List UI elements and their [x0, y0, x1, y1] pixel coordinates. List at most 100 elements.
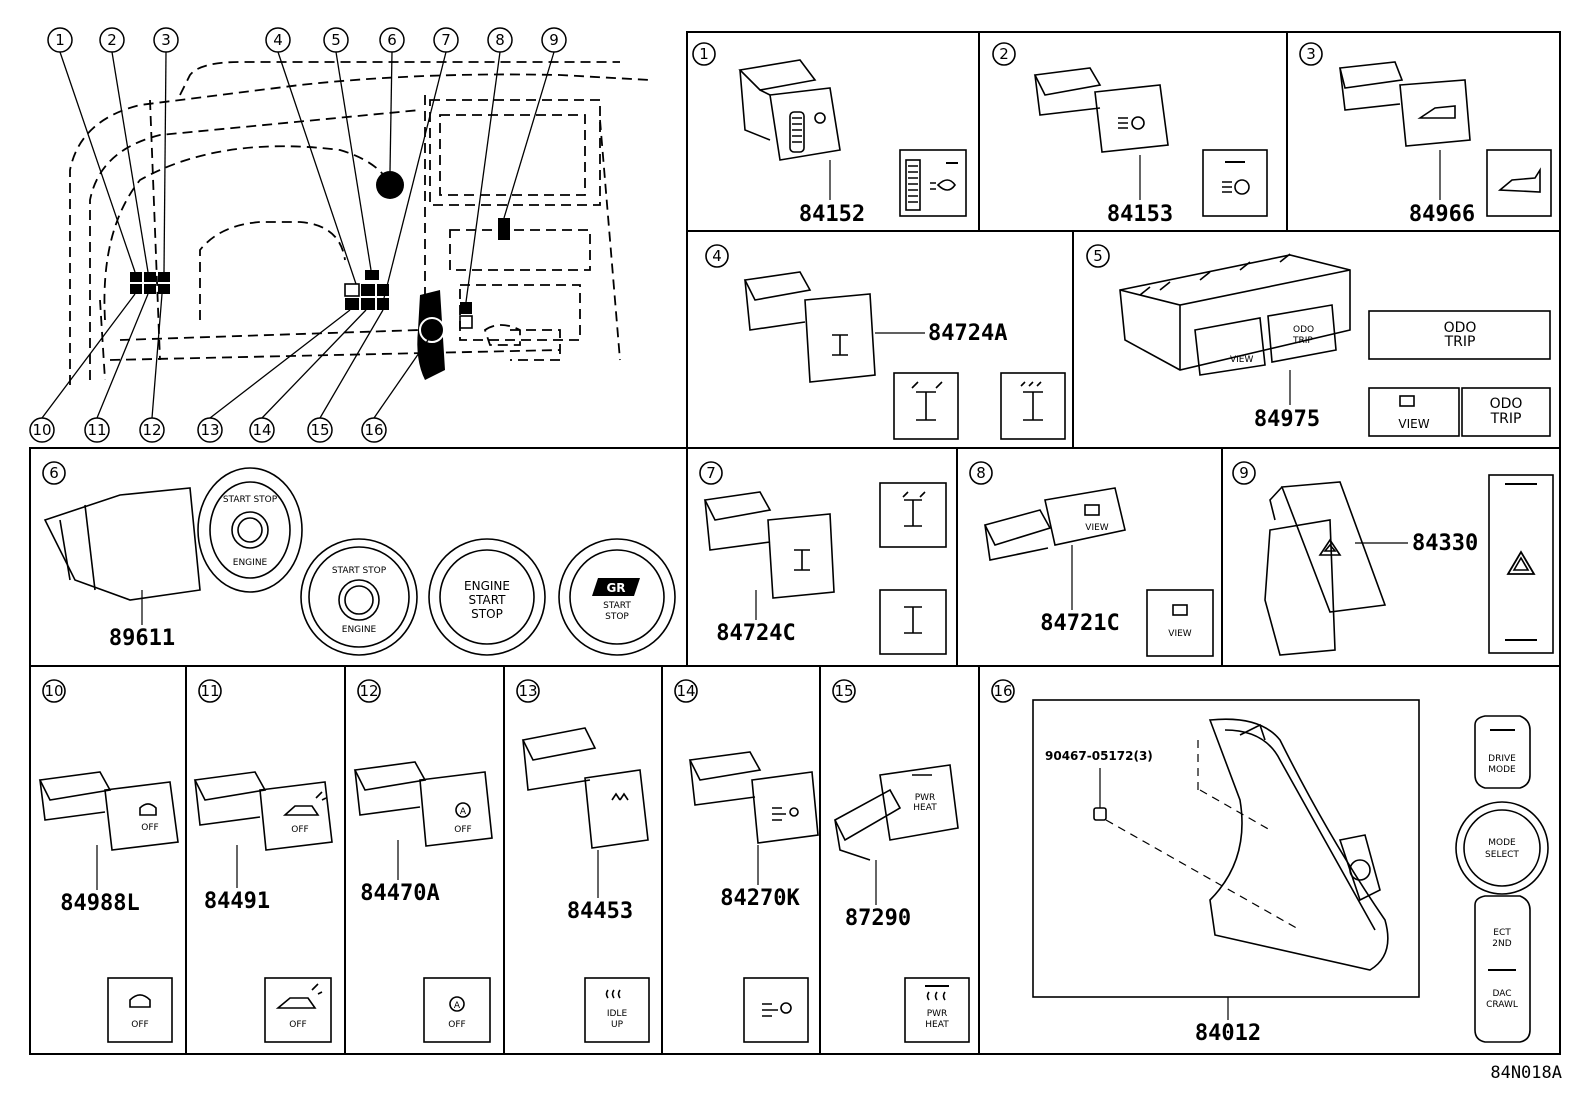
svg-text:MODE: MODE [1488, 838, 1516, 848]
start-switch-drawing: START STOP ENGINE [43, 467, 303, 601]
switch-cluster-center [344, 270, 389, 310]
panel-number: 3 [1306, 45, 1316, 63]
diff-lock-icon-box-1 [893, 372, 959, 440]
svg-text:OFF: OFF [291, 825, 308, 835]
panel-number: 5 [1093, 247, 1103, 265]
svg-text:A: A [460, 807, 467, 817]
panel-number: 12 [359, 682, 378, 700]
panel-16: 16 90467-05172(3) 84012 DRIVE MODE MODE … [991, 679, 1549, 1046]
callout-15: 15 [307, 417, 333, 443]
screw-part-number: 90467-05172(3) [1045, 749, 1153, 763]
diff-lock-icon-box-2 [1000, 372, 1066, 440]
callout-4: 4 [265, 27, 291, 53]
pcs-off-switch-drawing: OFF [193, 771, 333, 851]
svg-text:8: 8 [495, 31, 505, 49]
callout-13: 13 [197, 417, 223, 443]
part-number: 84270K [720, 886, 800, 911]
panel-10: 10 OFF 84988L OFF [38, 679, 179, 1043]
svg-text:HEAT: HEAT [925, 1020, 949, 1030]
svg-text:ODO: ODO [1444, 320, 1477, 336]
callout-3: 3 [153, 27, 179, 53]
part-number: 89611 [109, 626, 175, 651]
console-panel-drawing [1208, 718, 1389, 971]
panel-7: 7 84724C [699, 461, 947, 655]
hazard-switch-drawing [1264, 481, 1387, 656]
svg-text:14: 14 [252, 421, 271, 439]
pwr-heat-switch-drawing: PWR HEAT [833, 764, 959, 861]
svg-text:HEAT: HEAT [913, 803, 937, 813]
svg-text:ENGINE: ENGINE [342, 625, 377, 635]
panel-1: 1 84152 [692, 42, 967, 227]
part-number: 84330 [1412, 531, 1478, 556]
panel-12: 12 A OFF 84470A A OFF [353, 679, 493, 1043]
svg-text:16: 16 [364, 421, 383, 439]
svg-text:7: 7 [441, 31, 451, 49]
svg-text:OFF: OFF [131, 1020, 148, 1030]
start-stop-button-a: START STOP ENGINE [300, 538, 418, 656]
callout-5: 5 [323, 27, 349, 53]
svg-text:VIEW: VIEW [1398, 417, 1429, 431]
svg-text:12: 12 [142, 421, 161, 439]
intercooler-spray-switch-drawing [688, 751, 819, 844]
svg-text:GR: GR [606, 581, 625, 595]
view-switch-marker [460, 302, 472, 314]
vsc-off-switch-drawing: OFF [38, 771, 179, 851]
part-number: 84724A [928, 321, 1007, 346]
callout-12: 12 [139, 417, 165, 443]
svg-text:START: START [603, 601, 631, 611]
panel-14: 14 84270K [674, 679, 819, 1043]
figure-code: 84N018A [1490, 1063, 1562, 1083]
part-number: 84975 [1254, 407, 1320, 432]
callout-1: 1 [47, 27, 73, 53]
callout-leaders [41, 51, 555, 419]
drive-mode-selector-unit: DRIVE MODE MODE SELECT ECT 2ND DAC CRAWL [1455, 715, 1549, 1043]
pwr-heat-icon-box: PWR HEAT [904, 977, 970, 1043]
view-switch-drawing: VIEW [983, 487, 1126, 561]
tailgate-switch-drawing [1339, 61, 1471, 147]
svg-text:START STOP: START STOP [223, 495, 278, 505]
part-number: 84012 [1195, 1021, 1261, 1046]
panel-frames [29, 31, 1561, 1055]
panel-15: 15 PWR HEAT 87290 PWR HEAT [832, 679, 970, 1043]
svg-text:13: 13 [200, 421, 219, 439]
svg-text:VIEW: VIEW [1230, 355, 1253, 365]
svg-text:DRIVE: DRIVE [1488, 754, 1516, 764]
part-number: 84153 [1107, 202, 1173, 227]
panel-11: 11 OFF 84491 OFF [193, 679, 333, 1043]
panel-number: 14 [676, 682, 695, 700]
svg-text:TRIP: TRIP [1292, 336, 1313, 346]
hazard-marker [498, 218, 510, 240]
svg-text:3: 3 [161, 31, 171, 49]
dashboard-outline [69, 61, 651, 385]
svg-text:SELECT: SELECT [1485, 850, 1519, 860]
dashed-leaders [1105, 740, 1301, 931]
crawl-icon-box-2 [879, 589, 947, 655]
svg-text:2ND: 2ND [1492, 939, 1511, 949]
svg-text:MODE: MODE [1488, 765, 1516, 775]
odo-trip-label-wide: ODO TRIP [1368, 310, 1551, 360]
view-icon-box: VIEW [1146, 589, 1214, 657]
dimmer-switch-drawing [738, 59, 841, 161]
panel-9: 9 84330 [1232, 461, 1554, 656]
panel-number: 9 [1239, 464, 1249, 482]
svg-text:ENGINE: ENGINE [464, 579, 510, 593]
svg-text:OFF: OFF [448, 1020, 465, 1030]
console-frame [1032, 699, 1420, 998]
callout-14: 14 [249, 417, 275, 443]
svg-text:PWR: PWR [927, 1009, 948, 1019]
part-number: 84453 [567, 899, 633, 924]
panel-number: 15 [834, 682, 853, 700]
panel-number: 10 [44, 682, 63, 700]
svg-text:11: 11 [87, 421, 106, 439]
svg-text:IDLE: IDLE [607, 1009, 628, 1019]
view-label-box: VIEW [1368, 387, 1460, 437]
svg-text:ECT: ECT [1493, 928, 1511, 938]
panel-5: 5 VIEW ODO TRIP 84975 ODO TRIP VIEW ODO … [1086, 244, 1551, 437]
overview-callouts: 1 2 3 4 5 6 7 8 9 10 11 12 13 14 15 16 [29, 27, 567, 443]
headlamp-icon-box [1202, 149, 1268, 217]
part-number: 84988L [60, 891, 139, 916]
callout-8: 8 [487, 27, 513, 53]
panel-number: 7 [706, 464, 716, 482]
svg-text:TRIP: TRIP [1490, 411, 1522, 427]
